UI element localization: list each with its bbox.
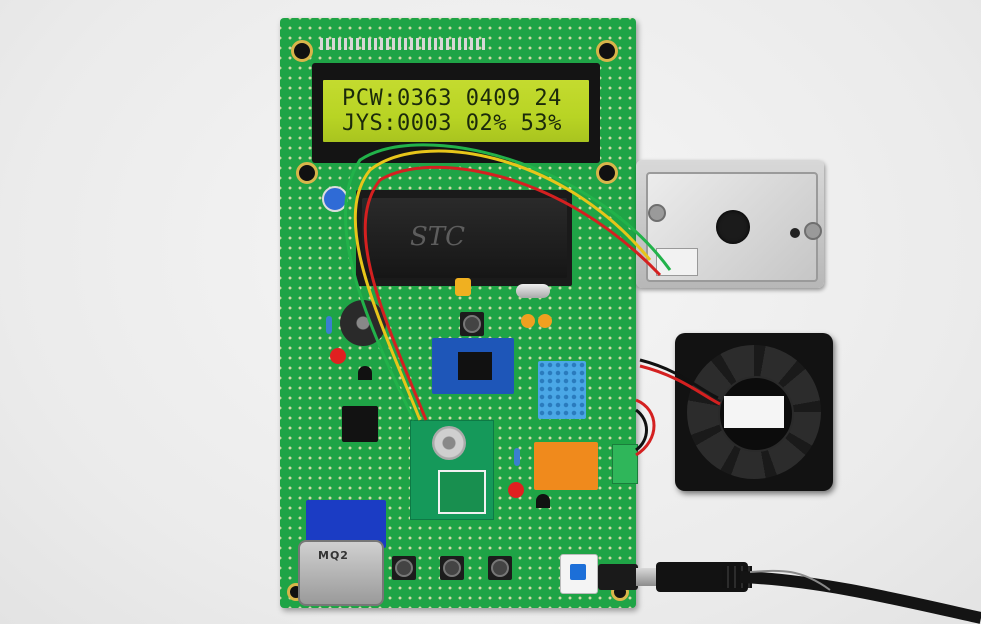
sensor-connector bbox=[438, 470, 486, 514]
potentiometer bbox=[322, 186, 348, 212]
eeprom-chip bbox=[342, 406, 378, 442]
sensor-aperture-small bbox=[790, 228, 800, 238]
lcd-pin-header bbox=[320, 38, 485, 50]
screw-terminal bbox=[612, 444, 638, 484]
screw bbox=[648, 204, 666, 222]
button-cap bbox=[443, 559, 461, 577]
mq2-label: MQ2 bbox=[318, 549, 349, 562]
sensor-aperture bbox=[716, 210, 750, 244]
screw bbox=[804, 222, 822, 240]
buzzer bbox=[340, 300, 386, 346]
capacitor bbox=[538, 314, 552, 328]
resistor bbox=[514, 448, 520, 466]
dc-plug-tip bbox=[636, 568, 658, 586]
lcd-screen bbox=[323, 80, 589, 142]
button-cap bbox=[395, 559, 413, 577]
capacitor bbox=[521, 314, 535, 328]
red-led bbox=[330, 348, 346, 364]
mounting-hole bbox=[596, 162, 618, 184]
button-cap bbox=[491, 559, 509, 577]
lcd-line-2: JYS:0003 02% 53% bbox=[342, 111, 562, 136]
chip-label: STC bbox=[410, 222, 466, 252]
humidity-sensor bbox=[538, 361, 586, 419]
mounting-hole bbox=[291, 40, 313, 62]
capacitor bbox=[455, 278, 471, 296]
dc-jack bbox=[598, 564, 638, 590]
button-cap bbox=[463, 315, 481, 333]
mounting-hole bbox=[596, 40, 618, 62]
power-cable bbox=[740, 569, 981, 624]
red-led bbox=[508, 482, 524, 498]
fan-label bbox=[724, 396, 784, 428]
relay bbox=[534, 442, 598, 490]
mounting-hole bbox=[296, 162, 318, 184]
gas-sensor bbox=[432, 426, 466, 460]
lcd-line-1: PCW:0363 0409 24 bbox=[342, 86, 562, 111]
mq2-sensor bbox=[298, 540, 384, 606]
crystal-oscillator bbox=[516, 284, 550, 298]
microcontroller-chip bbox=[362, 198, 567, 278]
adc-chip bbox=[458, 352, 492, 380]
transistor bbox=[358, 366, 372, 380]
power-switch-cap bbox=[570, 564, 586, 580]
resistor bbox=[326, 316, 332, 334]
transistor bbox=[536, 494, 550, 508]
